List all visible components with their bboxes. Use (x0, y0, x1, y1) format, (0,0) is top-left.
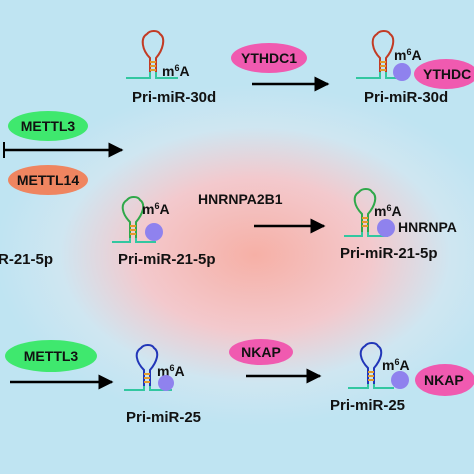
m6a-label: m6A (157, 363, 185, 379)
row-mir30d: m6A Pri-miR-30d YTHDC1 m6A YTHDC Pri-miR… (126, 30, 474, 106)
reader-label-clipped: NKAP (424, 372, 464, 388)
reader-pill-bound (415, 364, 474, 396)
pri-mir-30d-hairpin (126, 30, 178, 79)
reader-label: YTHDC1 (241, 50, 297, 66)
writer-pill-mettl3: METTL3 (8, 111, 88, 141)
m6a-dot (145, 223, 163, 241)
pri-mir-25-product-hairpin (348, 342, 394, 389)
m6a-label: m6A (374, 203, 402, 219)
writer2-label: METTL14 (17, 172, 79, 188)
row-mir25: METTL3 m6A Pri-miR-25 NKAP m6A (5, 339, 474, 426)
m6a-label: m6A (394, 47, 422, 63)
writer-label: METTL3 (24, 348, 79, 364)
product-label: Pri-miR-25 (330, 397, 405, 414)
clipped-left-label: R-21-5p (0, 251, 53, 268)
writer-label: METTL3 (21, 118, 76, 134)
reader-label-clipped: YTHDC (423, 66, 471, 82)
substrate-label: Pri-miR-25 (126, 409, 201, 426)
m6a-label: m6A (142, 201, 170, 217)
reader-label-clipped: HNRNPA (398, 219, 457, 235)
reader-pill-ythdc1: YTHDC1 (231, 43, 307, 73)
m6a-dot (377, 219, 395, 237)
reader-label: NKAP (241, 344, 281, 360)
pri-mir-30d-product-hairpin (356, 30, 408, 79)
m6a-dot (391, 371, 409, 389)
reader-pill-nkap: NKAP (229, 339, 293, 365)
writer-pill-mettl3: METTL3 (5, 340, 97, 372)
m6a-dot (158, 375, 174, 391)
writer-pill-mettl14: METTL14 (8, 165, 88, 195)
product-label: Pri-miR-30d (364, 89, 448, 106)
reader-pill-bound (414, 59, 474, 89)
m6a-label: m6A (382, 357, 410, 373)
pri-mir-21-hairpin (112, 196, 156, 243)
substrate-label: Pri-miR-21-5p (118, 251, 216, 268)
substrate-label: Pri-miR-30d (132, 89, 216, 106)
m6a-dot (393, 63, 411, 81)
row-mir21: METTL3 METTL14 R-21-5p m6A Pri-miR-21-5p… (0, 111, 457, 268)
reader-label: HNRNPA2B1 (198, 191, 283, 207)
m6a-label: m6A (162, 63, 190, 79)
pri-mir-21-product-hairpin (344, 188, 388, 237)
product-label: Pri-miR-21-5p (340, 245, 438, 262)
